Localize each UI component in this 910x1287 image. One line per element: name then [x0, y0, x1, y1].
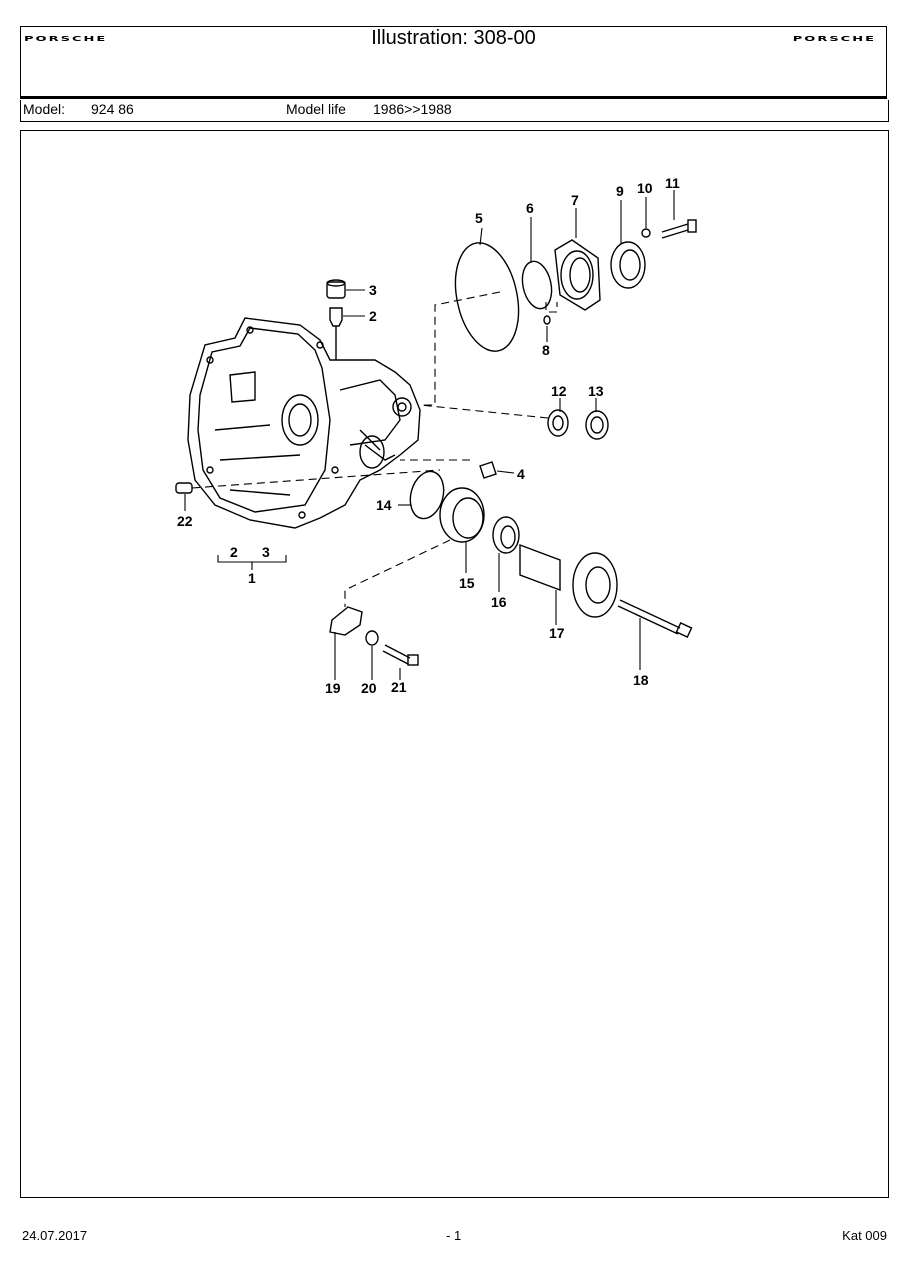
bearing-12-drawing	[547, 409, 569, 437]
flange-housing-drawing	[554, 239, 601, 311]
model-life-label: Model life	[286, 101, 346, 117]
bolt-21-drawing	[382, 644, 419, 666]
porsche-logo-right: PORSCHE	[792, 35, 876, 44]
callout-11: 11	[665, 175, 680, 191]
callout-17: 17	[549, 625, 565, 641]
callout-12: 12	[551, 383, 567, 399]
plug-drawings	[326, 279, 346, 360]
plug-4-drawing	[479, 461, 497, 479]
footer-catalog: Kat 009	[842, 1228, 887, 1243]
callout-15: 15	[459, 575, 475, 591]
bearing-13-drawing	[585, 410, 609, 440]
callout-group-2: 2	[230, 544, 238, 560]
callout-10: 10	[637, 180, 653, 196]
header-box: PORSCHE Illustration: 308-00 PORSCHE	[20, 26, 887, 99]
transmission-housing-drawing	[187, 317, 421, 529]
callout-22: 22	[177, 513, 193, 529]
bolt-11-drawing	[661, 219, 697, 239]
washer-20-drawing	[365, 630, 379, 646]
callout-6: 6	[526, 200, 534, 216]
callout-1: 1	[248, 570, 256, 586]
page-title: Illustration: 308-00	[371, 27, 536, 49]
illustration-frame	[20, 130, 889, 1198]
callout-3: 3	[369, 282, 377, 298]
large-o-ring-drawing	[454, 242, 520, 352]
pin-22-drawing	[175, 482, 193, 494]
callout-7: 7	[571, 192, 579, 208]
washer-10-drawing	[641, 228, 651, 238]
model-life-value: 1986>>1988	[373, 101, 452, 117]
callout-13: 13	[588, 383, 604, 399]
model-label: Model:	[23, 101, 66, 117]
footer-date: 24.07.2017	[22, 1228, 88, 1243]
callout-2: 2	[369, 308, 377, 324]
callout-20: 20	[361, 680, 377, 696]
callout-4: 4	[517, 466, 525, 482]
footer-page-number: - 1	[446, 1228, 462, 1243]
callout-8: 8	[542, 342, 550, 358]
drive-flange-17-drawing	[519, 543, 618, 618]
callout-19: 19	[325, 680, 341, 696]
plate-19-drawing	[329, 606, 363, 636]
callout-14: 14	[376, 497, 392, 513]
bearing-16-drawing	[492, 516, 520, 554]
o-ring-14-drawing	[409, 470, 445, 520]
bolt-18-drawing	[617, 599, 693, 638]
model-value: 924 86	[91, 101, 134, 117]
callout-21: 21	[391, 679, 407, 695]
callout-5: 5	[475, 210, 483, 226]
seal-9-drawing	[610, 241, 646, 289]
callout-16: 16	[491, 594, 507, 610]
callout-group-3: 3	[262, 544, 270, 560]
porsche-logo-left: PORSCHE	[24, 35, 108, 44]
exploded-parts-diagram: 3 2 5 6 7 9 10 11 8 12 13 4 14 15 16 17 …	[175, 175, 697, 696]
callout-18: 18	[633, 672, 649, 688]
o-ring-8-drawing	[543, 315, 551, 325]
callout-9: 9	[616, 183, 624, 199]
model-info-row: Model: 924 86 Model life 1986>>1988	[20, 100, 889, 122]
o-ring-6-drawing	[521, 260, 553, 310]
bearing-housing-15-drawing	[439, 487, 485, 543]
